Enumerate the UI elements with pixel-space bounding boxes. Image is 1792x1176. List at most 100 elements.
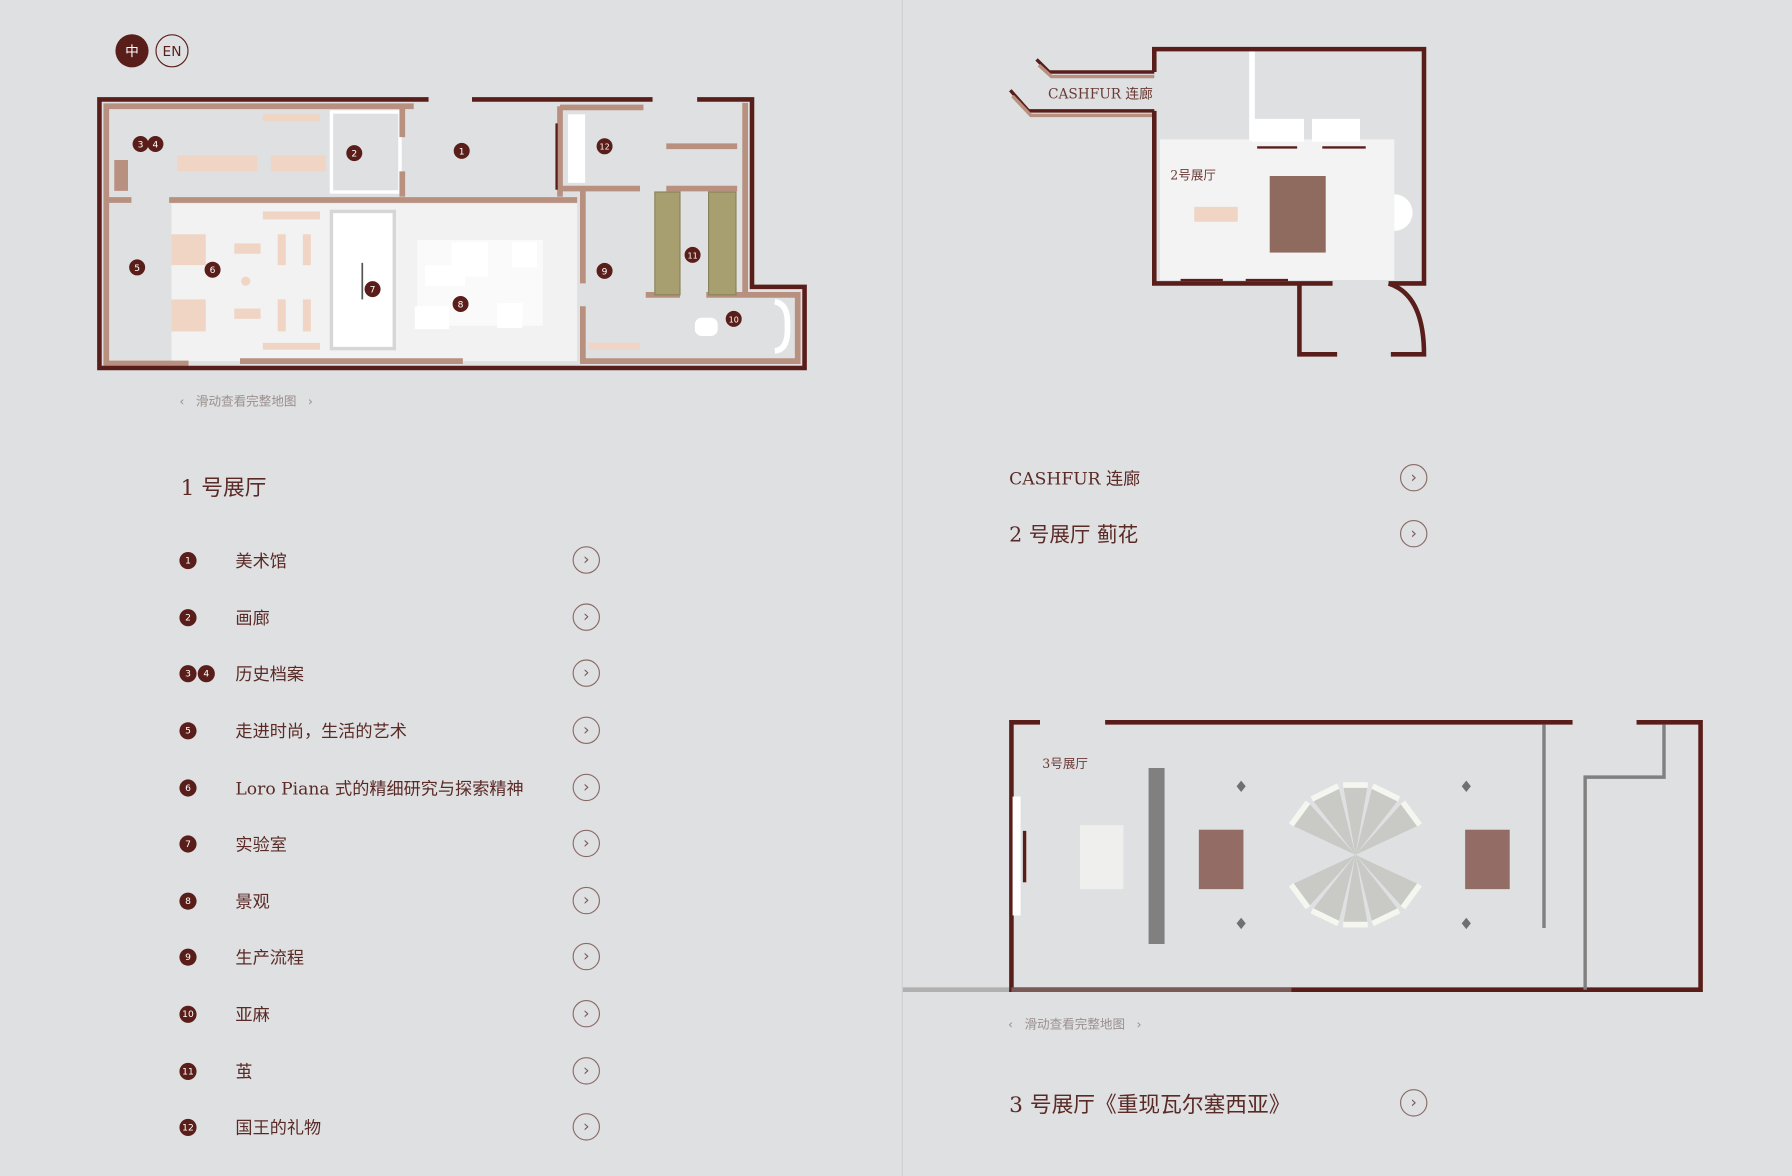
fan-segment bbox=[1311, 854, 1356, 924]
marker-number: 10 bbox=[729, 315, 739, 324]
number-badge: 8 bbox=[179, 891, 197, 910]
hall1-title: 1 号展厅 bbox=[180, 475, 267, 501]
hall1-item[interactable]: 11 茧 › bbox=[179, 1056, 600, 1086]
hall-row-hall2[interactable]: 2 号展厅 蓟花 › bbox=[1009, 518, 1428, 550]
hall1-item[interactable]: 12 国王的礼物 › bbox=[179, 1112, 600, 1142]
badge-group: 7 bbox=[179, 834, 235, 852]
fan-segment bbox=[1355, 854, 1400, 924]
marker-number: 6 bbox=[210, 266, 216, 276]
badge-group: 1 bbox=[179, 551, 235, 569]
fan-segment bbox=[1291, 802, 1356, 855]
hall1-item[interactable]: 2 画廊 › bbox=[179, 602, 600, 632]
lang-en-button[interactable]: EN bbox=[155, 34, 189, 68]
item-label: 生产流程 bbox=[235, 946, 305, 968]
chevron-right-icon[interactable]: › bbox=[1136, 1016, 1142, 1032]
badge-group: 5 bbox=[179, 721, 235, 739]
lang-zh-button[interactable]: 中 bbox=[115, 34, 149, 68]
number-badge: 12 bbox=[179, 1118, 197, 1136]
hall-row-label: CASHFUR 连廊 bbox=[1009, 467, 1141, 489]
number-badge: 5 bbox=[179, 721, 197, 739]
badge-group: 12 bbox=[179, 1118, 235, 1136]
fan-segment bbox=[1311, 786, 1356, 855]
number-badge: 7 bbox=[179, 834, 197, 852]
number-badge: 1 bbox=[179, 551, 197, 569]
map-hall2-label: 2号展厅 bbox=[1170, 167, 1216, 182]
fan-segment bbox=[1355, 854, 1420, 908]
hall-row-label: 2 号展厅 蓟花 bbox=[1009, 523, 1139, 548]
map-corridor-label: CASHFUR 连廊 bbox=[1048, 85, 1153, 102]
chevron-right-icon[interactable]: › bbox=[1399, 519, 1428, 548]
marker-number: 2 bbox=[351, 150, 357, 160]
chevron-right-icon[interactable]: › bbox=[572, 829, 600, 858]
marker-number: 1 bbox=[459, 147, 465, 157]
item-label: 国王的礼物 bbox=[235, 1117, 322, 1138]
chevron-right-icon[interactable]: › bbox=[572, 603, 600, 631]
number-badge: 11 bbox=[179, 1062, 197, 1080]
map-marker-2[interactable]: 2 bbox=[346, 145, 363, 162]
hint-text: 滑动查看完整地图 bbox=[1024, 1017, 1126, 1032]
marker-number: 7 bbox=[370, 286, 376, 296]
map-scroll-hint-3[interactable]: ‹ 滑动查看完整地图 › bbox=[1008, 1015, 1141, 1033]
number-badge: 6 bbox=[179, 778, 197, 796]
chevron-right-icon[interactable]: › bbox=[307, 393, 313, 409]
chevron-right-icon[interactable]: › bbox=[572, 1113, 600, 1141]
chevron-right-icon[interactable]: › bbox=[572, 942, 600, 971]
fan-segment bbox=[1343, 785, 1368, 855]
fan-segment bbox=[1291, 854, 1356, 908]
marker-number: 3 bbox=[138, 140, 144, 150]
map-marker-11[interactable]: 11 bbox=[684, 246, 701, 263]
hall3-title: 3 号展厅《重现瓦尔塞西亚》 bbox=[1009, 1091, 1291, 1118]
marker-number: 12 bbox=[599, 143, 609, 152]
chevron-right-icon[interactable]: › bbox=[572, 716, 600, 744]
number-badge: 9 bbox=[179, 947, 197, 966]
chevron-right-icon[interactable]: › bbox=[572, 886, 600, 915]
item-label: 景观 bbox=[235, 890, 270, 912]
item-label: 茧 bbox=[235, 1061, 253, 1082]
item-label: 画廊 bbox=[235, 607, 270, 628]
hall-row-cashfur[interactable]: CASHFUR 连廊 › bbox=[1009, 462, 1428, 494]
chevron-right-icon[interactable]: › bbox=[572, 659, 600, 687]
chevron-left-icon[interactable]: ‹ bbox=[179, 393, 185, 409]
map-scroll-hint-1[interactable]: ‹ 滑动查看完整地图 › bbox=[179, 392, 312, 410]
map-marker-4[interactable]: 4 bbox=[147, 135, 164, 152]
hall1-item[interactable]: 8 景观 › bbox=[179, 886, 600, 916]
badge-group: 9 bbox=[179, 947, 235, 966]
map-marker-7[interactable]: 7 bbox=[364, 281, 381, 298]
map-marker-1[interactable]: 1 bbox=[453, 142, 470, 159]
map-marker-3[interactable]: 3 bbox=[132, 135, 149, 152]
map-marker-8[interactable]: 8 bbox=[452, 295, 469, 312]
badge-group: 8 bbox=[179, 891, 235, 910]
map-marker-5[interactable]: 5 bbox=[129, 259, 146, 276]
fan-segment bbox=[1343, 854, 1368, 925]
number-badge: 2 bbox=[179, 608, 197, 626]
map-marker-10[interactable]: 10 bbox=[725, 310, 742, 327]
number-badge: 10 bbox=[179, 1005, 197, 1023]
item-label: 历史档案 bbox=[235, 663, 305, 684]
chevron-right-icon[interactable]: › bbox=[1399, 463, 1428, 492]
chevron-left-icon[interactable]: ‹ bbox=[1007, 1016, 1014, 1032]
fan-segment bbox=[1355, 802, 1420, 855]
hall1-item[interactable]: 9 生产流程 › bbox=[179, 942, 600, 972]
number-badge: 3 bbox=[179, 664, 197, 682]
hall1-item[interactable]: 5 走进时尚，生活的艺术 › bbox=[179, 715, 600, 745]
fan-segment bbox=[1355, 786, 1400, 855]
map-marker-12[interactable]: 12 bbox=[596, 138, 613, 155]
hall-row-hall3[interactable]: 3 号展厅《重现瓦尔塞西亚》 › bbox=[1009, 1087, 1428, 1119]
chevron-right-icon[interactable]: › bbox=[572, 546, 600, 574]
chevron-right-icon[interactable]: › bbox=[572, 999, 600, 1028]
map-marker-9[interactable]: 9 bbox=[596, 262, 613, 279]
hint-text: 滑动查看完整地图 bbox=[195, 394, 297, 410]
chevron-right-icon[interactable]: › bbox=[572, 773, 600, 802]
map-marker-6[interactable]: 6 bbox=[204, 261, 221, 278]
chevron-right-icon[interactable]: › bbox=[1399, 1089, 1428, 1117]
chevron-right-icon[interactable]: › bbox=[572, 1057, 600, 1085]
item-label: 走进时尚，生活的艺术 bbox=[235, 720, 407, 742]
marker-number: 4 bbox=[153, 140, 159, 150]
